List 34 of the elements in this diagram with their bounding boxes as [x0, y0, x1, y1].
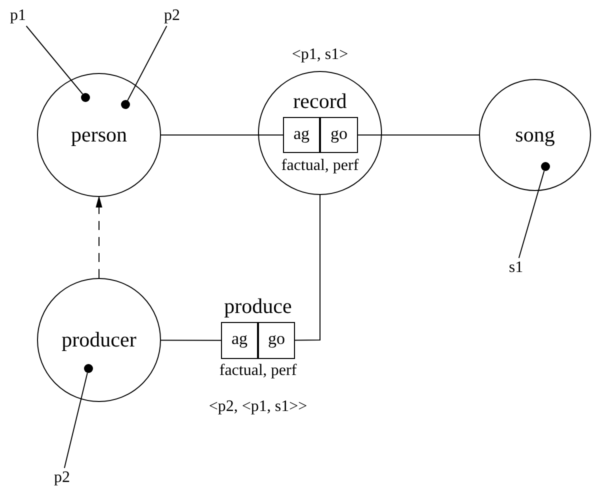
- relation-name: record: [293, 89, 347, 114]
- variable-label: p2: [50, 468, 74, 488]
- concept-name: song: [515, 122, 555, 148]
- marker-dot: [84, 364, 93, 373]
- arrow: [96, 196, 102, 278]
- marker-dot: [81, 93, 90, 102]
- connector-line: [160, 134, 284, 136]
- concept-name: producer: [62, 328, 136, 352]
- leader-line: [26, 26, 84, 94]
- variable-label: p2: [160, 6, 184, 26]
- concept-circle: [37, 278, 161, 402]
- leader-line: [127, 26, 168, 101]
- leader-line: [518, 170, 545, 258]
- concept-name: person: [71, 122, 127, 148]
- leader-line: [64, 372, 88, 468]
- concept-circle: [479, 79, 591, 191]
- variable-label: s1: [505, 258, 527, 278]
- role-box: ag: [283, 117, 320, 153]
- concept-circle: [258, 71, 382, 195]
- connector-line: [358, 134, 480, 136]
- modality-label: factual, perf: [281, 157, 359, 175]
- referent-label: <p2, <p1, s1>>: [208, 398, 308, 417]
- role-box: go: [320, 117, 358, 153]
- relation-name: produce: [224, 294, 292, 319]
- concept-circle: [37, 73, 161, 197]
- connector-line: [294, 194, 320, 341]
- variable-label: p1: [6, 6, 30, 26]
- referent-label: <p1, s1>: [290, 46, 350, 65]
- marker-dot: [541, 162, 550, 171]
- modality-label: factual, perf: [219, 362, 297, 380]
- marker-dot: [121, 100, 130, 109]
- connector-line: [160, 340, 222, 341]
- role-box: ag: [221, 322, 258, 359]
- role-box: go: [258, 322, 295, 359]
